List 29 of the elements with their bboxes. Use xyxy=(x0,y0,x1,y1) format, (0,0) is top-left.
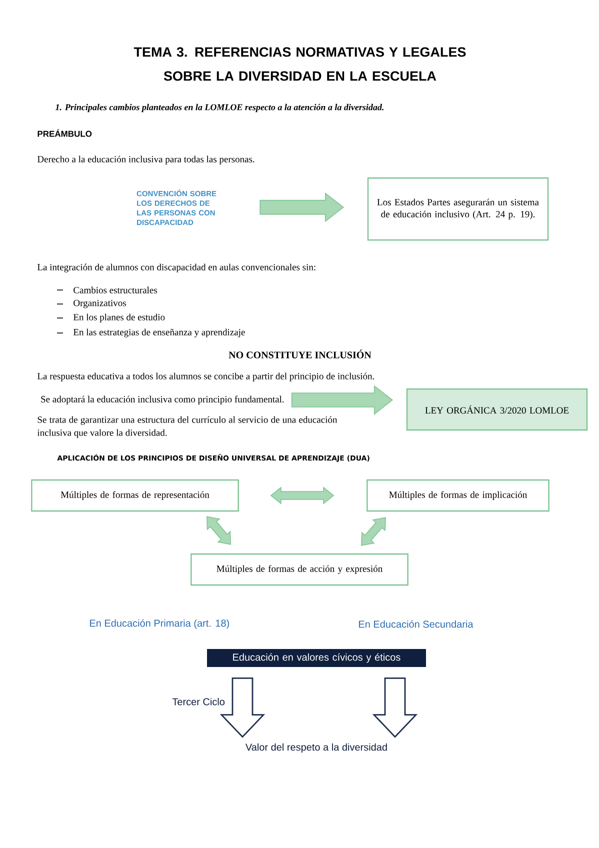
edge-label: Tercer Ciclo xyxy=(172,698,225,706)
law-box: LEY ORGÁNICA 3/2020 LOMLOE xyxy=(406,388,588,431)
stage-label: En Educación Primaria (art. 18) xyxy=(90,619,229,629)
subheading: PREÁMBULO xyxy=(38,129,92,137)
block-arrow xyxy=(260,192,344,222)
banner-box: Educación en valores cívicos y éticos xyxy=(207,649,426,667)
list-item: En los planes de estudio xyxy=(56,314,165,322)
block-arrow xyxy=(361,517,386,546)
block-arrow xyxy=(372,678,418,738)
block-arrow xyxy=(220,678,266,738)
block-arrow xyxy=(206,516,231,545)
heading: NO CONSTITUYE INCLUSIÓN xyxy=(228,350,372,358)
title: TEMA 3. REFERENCIAS NORMATIVAS Y LEGALES SOBRE LA DIVERSIDAD EN LA ESCUELA xyxy=(134,47,466,81)
body-text: La integración de alumnos con discapacidad en aulas convencionales sin: xyxy=(37,264,316,272)
body-text: Se adoptará la educación inclusiva como principio fundamental. xyxy=(41,396,284,404)
principle-box: Múltiples de formas de implicación xyxy=(366,479,550,512)
list-item: Organizativos xyxy=(56,300,126,308)
stage-label: En Educación Secundaria xyxy=(359,620,474,628)
body-text: La respuesta educativa a todos los alumnos se concibe a partir del principio de inclusión. xyxy=(37,372,374,382)
principle-box: Múltiples de formas de representación xyxy=(31,479,239,512)
list-item: En las estrategias de enseñanza y aprendizaje xyxy=(56,328,245,338)
list-item: Cambios estructurales xyxy=(56,286,158,294)
text-box: Los Estados Partes asegurarán un sistema de educación inclusivo (Art. 24 p. 19). xyxy=(367,177,549,241)
principle-box: Múltiples de formas de acción y expresión xyxy=(190,553,408,586)
paragraph: Se trata de garantizar una estructura del currículo al servicio de una educación inclusiva que valore la diversidad. xyxy=(37,416,338,438)
result-text: Valor del respeto a la diversidad xyxy=(245,743,387,753)
block-arrow xyxy=(291,385,394,415)
section-heading: 1. Principales cambios planteados en la LOMLOE respecto a la atención a la diversidad. xyxy=(55,104,384,112)
body-text: Derecho a la educación inclusiva para todas las personas. xyxy=(37,156,254,164)
